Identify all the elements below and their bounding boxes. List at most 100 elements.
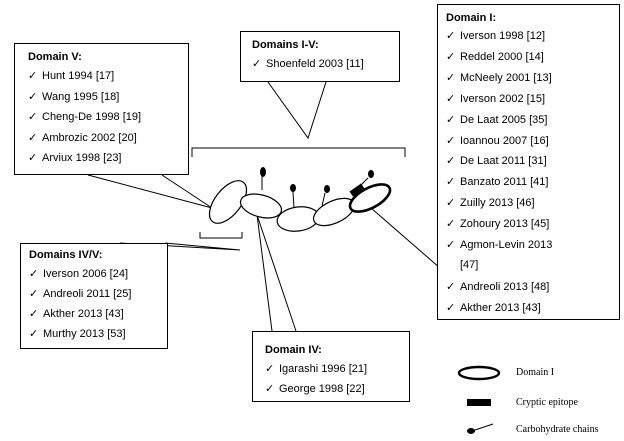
reference-item: ✓ Wang 1995 [18] [28,90,119,103]
domain-v-title: Domain V: [28,51,82,63]
reference-text: Igarashi 1996 [21] [279,363,368,375]
domains-i-v-brace [191,147,406,157]
legend-domain-i-label: Domain I [516,367,555,378]
reference-text: Zuilly 2013 [46] [460,197,535,210]
check-icon: ✓ [446,218,456,231]
reference-item: ✓ Hunt 1994 [17] [28,69,114,82]
reference-item: ✓ Zuilly 2013 [46] [446,196,535,209]
check-icon: ✓ [446,155,456,168]
reference-item: ✓ Banzato 2011 [41] [446,175,548,188]
reference-text: Murthy 2013 [53] [43,328,126,340]
legend-cryptic-epitope-symbol [467,399,491,406]
domains-i-v-callout-pointer [267,81,327,140]
domain-iv-title: Domain IV: [265,344,322,356]
check-icon: ✓ [29,268,39,280]
check-icon: ✓ [446,30,456,42]
reference-item: ✓Akther 2013 [43] [29,307,124,320]
reference-text: George 1998 [22] [279,383,365,395]
reference-text: Iverson 2002 [15] [460,92,546,105]
domains-iv-v-bracket [199,232,243,239]
domain-i-shape [348,183,392,213]
reference-text: Cheng-De 1998 [19] [42,111,142,123]
reference-text: Arviux 1998 [23] [42,152,122,164]
check-icon: ✓ [446,280,456,293]
reference-text: Akther 2013 [43] [460,301,541,314]
reference-text: Andreoli 2013 [48] [460,280,550,293]
reference-text: Agmon-Levin 2013 [460,239,553,251]
reference-item: ✓ Arviux 1998 [23] [28,151,122,164]
reference-item: ✓ Shoenfeld 2003 [11] [252,57,364,70]
carbohydrate-chain [359,170,374,187]
reference-text: Banzato 2011 [41] [460,176,549,189]
domain-iv-shape [239,193,283,219]
domain-i-connector [370,207,441,269]
reference-text: Ioannou 2007 [16] [460,134,549,147]
reference-item: ✓ Ambrozic 2002 [20] [28,131,137,144]
reference-text: Wang 1995 [18] [42,90,120,103]
reference-item: ✓ Iverson 2002 [15] [446,92,545,105]
reference-item: [47] [446,259,478,271]
reference-item: ✓ Andreoli 2013 [48] [446,280,549,293]
reference-item: ✓ George 1998 [22] [265,382,365,395]
reference-text: Andreoli 2011 [25] [43,288,132,300]
reference-text: [47] [460,258,479,271]
reference-text: Shoenfeld 2003 [11] [266,58,364,70]
domains-i-v-box: Domains I-V: ✓Shoenfeld 2003 [11] [240,31,400,82]
check-icon: ✓ [446,239,456,251]
check-icon: ✓ [265,383,275,395]
reference-text: De Laat 2005 [35] [460,113,548,126]
domain-i-box: Domain I: ✓ Iverson 1998 [12] ✓ Reddel 2000… [437,4,620,320]
check-icon: ✓ [29,328,39,340]
domains-iv-v-box: Domains IV/V: ✓Iverson 2006 [24]✓Andreol… [20,243,168,349]
reference-item: ✓ Cheng-De 1998 [19] [28,110,141,123]
reference-text: Hunt 1994 [17] [42,70,115,82]
reference-text: Ambrozic 2002 [20] [42,131,137,144]
legend-domain-i-symbol [457,365,501,381]
reference-item: ✓ De Laat 2005 [35] [446,113,547,126]
reference-text: Reddel 2000 [14] [460,50,544,63]
reference-text: Iverson 1998 [12] [460,30,546,42]
check-icon: ✓ [28,131,38,144]
carbohydrate-chain [321,185,330,207]
check-icon: ✓ [446,113,456,126]
legend-cryptic-epitope-label: Cryptic epitope [516,397,578,408]
reference-item: ✓ Andreoli 2011 [25] [29,287,131,300]
reference-item: ✓ Agmon-Levin 2013 [446,238,552,251]
domain-i-title: Domain I: [446,12,497,24]
check-icon: ✓ [446,197,456,210]
reference-item: ✓Zohoury 2013 [45] [446,217,549,230]
check-icon: ✓ [252,58,262,70]
domain-iv-callout-pointer [256,214,297,332]
check-icon: ✓ [28,111,38,123]
domain-v-box: Domain V: ✓ Hunt 1994 [17] ✓ Wang 1995 [18]… [14,43,189,175]
check-icon: ✓ [29,288,39,300]
reference-item: ✓ Murthy 2013 [53] [29,327,126,340]
reference-item: ✓McNeely 2001 [13] [446,71,552,84]
carbohydrate-chain [260,167,266,190]
check-icon: ✓ [28,152,38,164]
domains-iv-v-title: Domains IV/V: [29,249,103,261]
check-icon: ✓ [28,90,38,103]
check-icon: ✓ [446,176,456,189]
check-icon: ✓ [446,92,456,105]
reference-text: De Laat 2011 [31] [460,155,547,168]
check-icon: ✓ [265,363,275,375]
legend-carbohydrate-symbol [467,423,494,434]
reference-item: ✓ Reddel 2000 [14] [446,50,544,63]
domain-v-shape [208,180,248,224]
carbohydrate-chain [290,184,296,209]
legend-carbohydrate-chains-label: Carbohydrate chains [516,424,599,435]
check-icon: ✓ [29,308,39,320]
cryptic-epitope-mark [349,183,365,197]
check-icon: ✓ [446,134,456,147]
check-icon: ✓ [28,70,38,82]
check-icon: ✓ [446,50,456,63]
reference-item: ✓Akther 2013 [43] [446,301,541,314]
domain-ii-shape [312,197,356,227]
reference-item: ✓Iverson 2006 [24] [29,267,128,280]
reference-item: ✓ Iverson 1998 [12] [446,29,545,42]
domain-v-callout-pointer [87,174,213,209]
check-icon: ✓ [446,71,456,84]
reference-item: ✓ De Laat 2011 [31] [446,154,547,167]
